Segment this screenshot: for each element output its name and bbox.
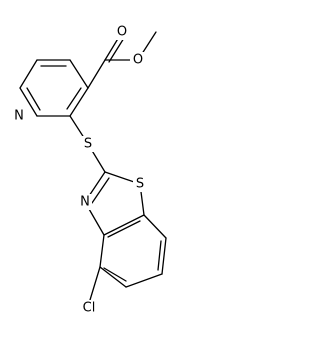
bond-lines (19, 31, 167, 301)
pyridine-nitrogen-label: N (14, 109, 24, 124)
chlorine-label: Cl (83, 301, 96, 316)
molecule-structure: N S O O N S Cl (12, 24, 167, 316)
atom-labels: N S O O N S Cl (12, 24, 147, 316)
thiazole-sulfur-label: S (136, 177, 144, 192)
ester-oxygen-label: O (133, 53, 143, 68)
carbonyl-oxygen-label: O (117, 25, 127, 40)
thioether-sulfur-label: S (84, 137, 92, 152)
thiazole-nitrogen-label: N (80, 195, 90, 210)
